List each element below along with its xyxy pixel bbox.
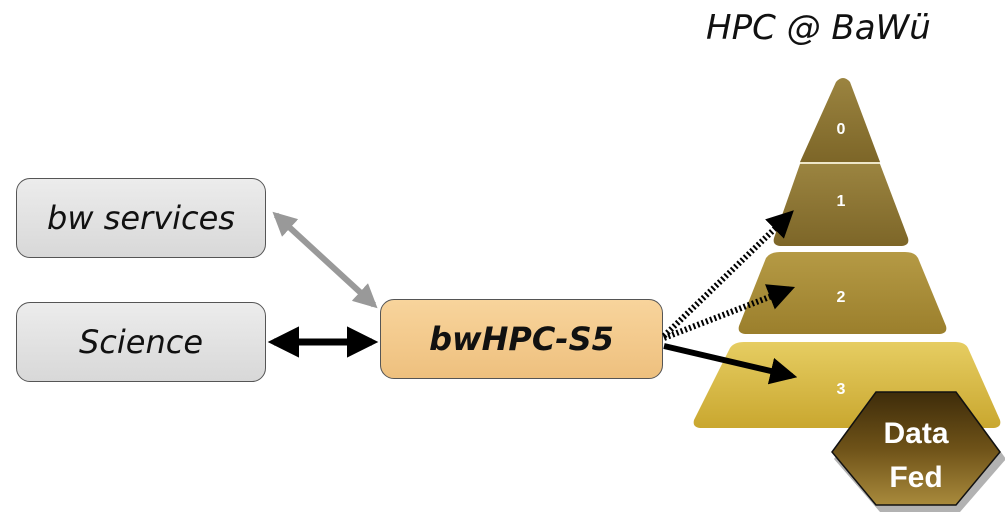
arrow-bw-services-s5 — [272, 211, 378, 309]
pyramid-tier-0[interactable] — [800, 78, 880, 162]
science-box[interactable]: Science — [16, 302, 266, 382]
arrow-s5-tier-3 — [663, 343, 798, 385]
data-fed-line1: Data — [883, 417, 948, 450]
pyramid-tier-2[interactable] — [738, 252, 947, 334]
tier-label-0: 0 — [837, 121, 846, 138]
bwhpc-s5-box[interactable]: bwHPC-S5 — [380, 299, 663, 379]
arrow-s5-tier-2 — [662, 284, 796, 341]
tier-label-1: 1 — [837, 193, 846, 210]
pyramid-title: HPC @ BaWü — [706, 8, 931, 48]
bw-services-box[interactable]: bw services — [16, 178, 266, 258]
tier-label-2: 2 — [837, 289, 846, 306]
data-fed-line2: Fed — [889, 461, 942, 494]
pyramid-tier-1[interactable] — [773, 164, 909, 246]
tier-label-3: 3 — [837, 381, 846, 398]
pyramid: 0 1 2 3 — [693, 78, 1001, 428]
data-fed-hexagon[interactable]: Data Fed — [831, 391, 1005, 512]
